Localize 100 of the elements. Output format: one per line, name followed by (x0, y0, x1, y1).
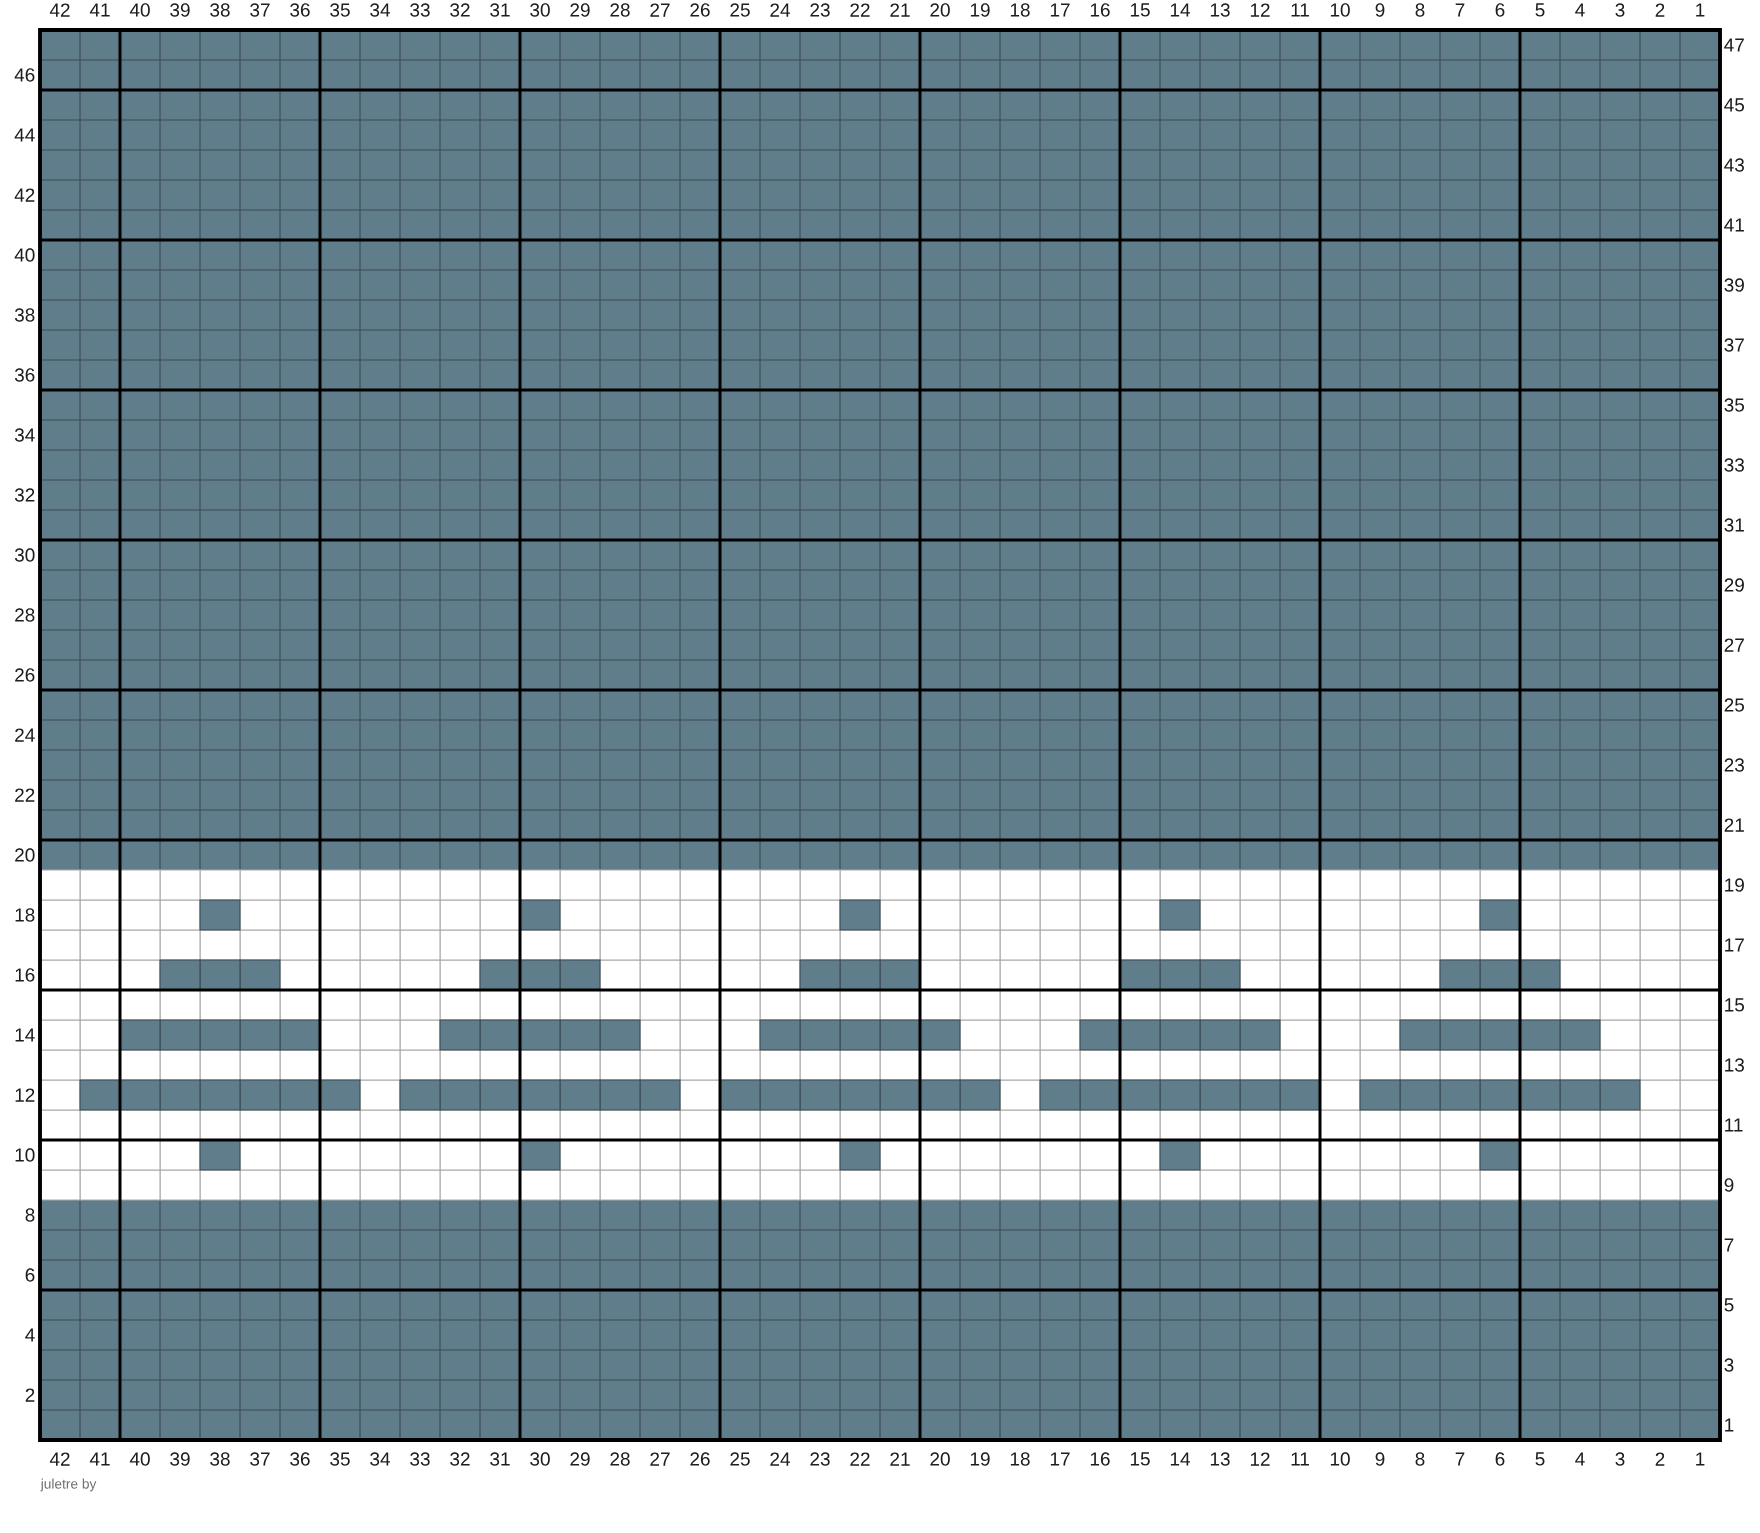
column-number: 39 (170, 3, 190, 17)
row-number: 40 (14, 248, 35, 262)
column-number: 27 (650, 1452, 670, 1466)
column-number: 22 (850, 3, 870, 17)
column-number: 24 (770, 1452, 790, 1466)
row-number: 6 (25, 1268, 35, 1282)
row-number: 37 (1724, 338, 1744, 352)
row-number: 19 (1725, 878, 1744, 892)
row-number: 4 (25, 1328, 35, 1342)
row-number: 23 (1724, 758, 1744, 772)
column-number: 20 (930, 3, 950, 17)
column-number: 25 (730, 1452, 750, 1466)
row-number: 22 (15, 788, 35, 802)
row-number: 7 (1724, 1238, 1734, 1252)
row-number: 1 (1725, 1418, 1734, 1432)
row-number: 2 (25, 1388, 35, 1402)
row-number: 10 (15, 1148, 35, 1162)
column-number: 1 (1696, 1452, 1705, 1466)
column-number: 32 (450, 3, 470, 17)
column-number: 37 (250, 3, 270, 17)
column-number: 17 (1050, 3, 1070, 17)
row-number: 18 (15, 908, 35, 922)
column-number: 15 (1130, 1452, 1150, 1466)
column-number: 31 (490, 1452, 510, 1466)
row-number: 26 (15, 668, 35, 682)
column-number: 36 (290, 1452, 310, 1466)
column-number: 30 (530, 1452, 550, 1466)
column-number: 5 (1535, 1452, 1545, 1466)
row-number: 15 (1725, 998, 1745, 1012)
row-number: 34 (14, 428, 35, 442)
column-number: 6 (1495, 1452, 1505, 1466)
row-number: 28 (15, 608, 35, 622)
column-number: 17 (1050, 1452, 1070, 1466)
column-number: 29 (570, 3, 590, 17)
column-number: 18 (1010, 1452, 1030, 1466)
column-number: 38 (210, 1452, 230, 1466)
row-number: 32 (14, 488, 35, 502)
row-number: 41 (1724, 218, 1744, 232)
column-number: 8 (1415, 3, 1425, 17)
row-number: 20 (15, 848, 35, 862)
column-number: 4 (1575, 1452, 1585, 1466)
column-number: 1 (1696, 3, 1705, 17)
row-number: 46 (14, 68, 35, 82)
column-number: 23 (810, 3, 830, 17)
row-number: 17 (1725, 938, 1744, 952)
column-number: 41 (89, 3, 110, 17)
row-number: 43 (1724, 158, 1744, 172)
column-number: 12 (1250, 1452, 1270, 1466)
row-number: 33 (1724, 458, 1744, 472)
column-number: 40 (129, 1452, 150, 1466)
column-number: 19 (970, 3, 990, 17)
column-number: 13 (1210, 3, 1230, 17)
chart-caption: juletre by (40, 1478, 97, 1492)
column-number: 10 (1330, 3, 1350, 17)
column-number: 30 (530, 3, 550, 17)
row-number: 29 (1724, 578, 1744, 592)
column-number: 26 (690, 1452, 710, 1466)
column-number: 21 (890, 3, 910, 17)
row-number: 5 (1724, 1298, 1734, 1312)
column-number: 9 (1375, 1452, 1385, 1466)
column-number: 2 (1655, 3, 1665, 17)
row-number: 38 (14, 308, 35, 322)
column-number: 34 (370, 1452, 390, 1466)
row-number: 45 (1724, 98, 1745, 112)
row-number: 27 (1724, 638, 1744, 652)
row-number: 9 (1724, 1178, 1734, 1192)
row-number: 24 (15, 728, 35, 742)
column-number: 35 (330, 3, 350, 17)
column-number: 33 (410, 3, 430, 17)
column-number: 13 (1210, 1452, 1230, 1466)
column-number: 41 (89, 1452, 110, 1466)
row-number: 25 (1724, 698, 1745, 712)
column-number: 3 (1615, 3, 1625, 17)
row-number: 39 (1724, 278, 1744, 292)
column-number: 35 (330, 1452, 350, 1466)
column-number: 5 (1535, 3, 1545, 17)
column-number: 23 (810, 1452, 830, 1466)
column-number: 38 (210, 3, 230, 17)
row-number: 31 (1724, 518, 1744, 532)
column-number: 10 (1330, 1452, 1350, 1466)
column-number: 39 (170, 1452, 190, 1466)
column-number: 40 (129, 3, 150, 17)
column-number: 25 (730, 3, 750, 17)
column-number: 42 (49, 3, 70, 17)
row-number: 21 (1724, 818, 1744, 832)
column-number: 4 (1575, 3, 1585, 17)
column-number: 7 (1455, 3, 1465, 17)
column-number: 9 (1375, 3, 1385, 17)
column-number: 16 (1090, 1452, 1110, 1466)
row-number: 14 (15, 1028, 35, 1042)
row-number: 36 (14, 368, 35, 382)
row-number: 8 (25, 1208, 35, 1222)
column-number: 19 (970, 1452, 990, 1466)
column-number: 16 (1090, 3, 1110, 17)
row-number: 11 (1725, 1118, 1743, 1132)
row-number: 16 (15, 968, 35, 982)
row-number: 12 (15, 1088, 35, 1102)
column-number: 2 (1655, 1452, 1665, 1466)
column-number: 7 (1455, 1452, 1465, 1466)
column-number: 26 (690, 3, 710, 17)
